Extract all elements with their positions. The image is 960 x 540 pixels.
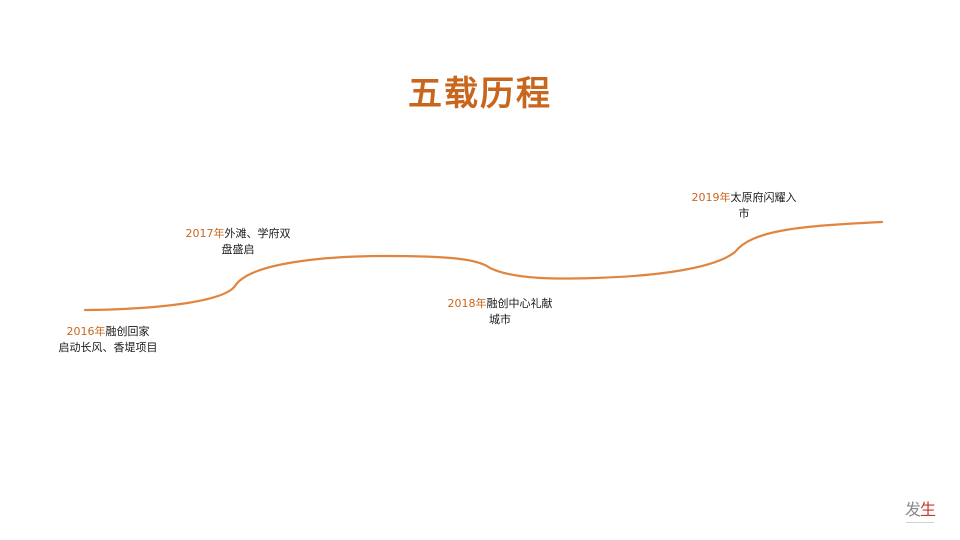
milestone-2018-line2: 城市 [489, 313, 511, 326]
logo-text: 发生 [902, 496, 938, 520]
timeline-curve [83, 220, 884, 312]
milestone-2019: 2019年太原府闪耀入 市 [676, 190, 812, 222]
page-title: 五载历程 [408, 74, 552, 114]
milestone-2017-line2: 盘盛启 [221, 243, 255, 256]
milestone-2018: 2018年融创中心礼献 城市 [432, 296, 568, 328]
milestone-2016-line2: 启动长风、香堤项目 [58, 341, 158, 354]
logo-underline [906, 522, 934, 523]
milestone-2017: 2017年外滩、学府双 盘盛启 [170, 226, 306, 258]
milestone-2019-line1: 2019年太原府闪耀入 [676, 190, 812, 206]
milestone-2018-year: 2018年 [447, 297, 487, 310]
milestone-2017-line1: 2017年外滩、学府双 [170, 226, 306, 242]
brand-logo-icon: 发生 [902, 496, 938, 526]
milestone-2019-text: 太原府闪耀入 [730, 191, 797, 204]
milestone-2016: 2016年融创回家 启动长风、香堤项目 [40, 324, 176, 356]
milestone-2018-text: 融创中心礼献 [486, 297, 553, 310]
milestone-2016-line1: 2016年融创回家 [40, 324, 176, 340]
logo-char-1: 发 [904, 500, 921, 519]
milestone-2016-text: 融创回家 [105, 325, 150, 338]
logo-char-2: 生 [920, 500, 936, 519]
milestone-2017-text: 外滩、学府双 [224, 227, 291, 240]
milestone-2016-year: 2016年 [66, 325, 106, 338]
milestone-2017-year: 2017年 [185, 227, 225, 240]
milestone-2019-line2: 市 [738, 207, 750, 220]
milestone-2018-line1: 2018年融创中心礼献 [432, 296, 568, 312]
milestone-2019-year: 2019年 [691, 191, 731, 204]
